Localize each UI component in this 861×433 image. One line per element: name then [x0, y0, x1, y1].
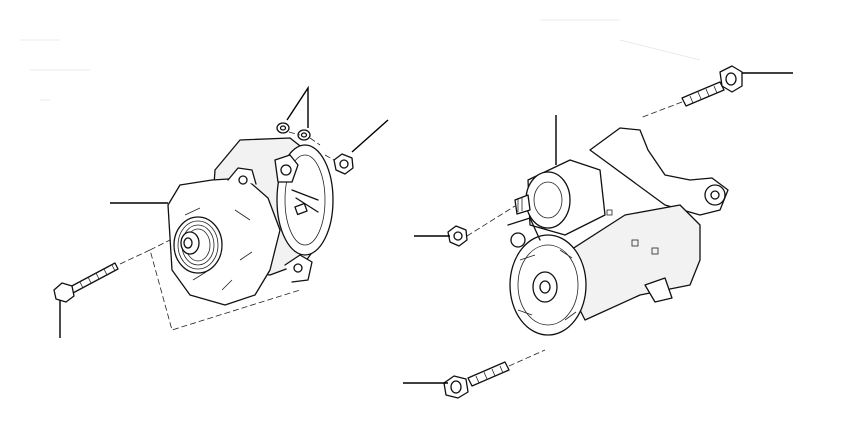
leader-alternator-nut: [351, 119, 389, 153]
leader-alternator-washers: [286, 85, 309, 128]
bolt-alignment-line: [119, 239, 301, 331]
nut-icon: [447, 225, 468, 247]
bolt-icon: [681, 65, 743, 107]
starter-solenoid: [514, 159, 606, 236]
starter-bracket: [589, 127, 729, 216]
starter-motor-body: [554, 204, 701, 321]
washer-icon: [276, 122, 321, 146]
upper-bolt-alignment: [639, 101, 683, 119]
nut-alignment: [466, 205, 516, 237]
starter-motor: [507, 127, 729, 336]
alternator-pulley: [173, 216, 223, 274]
bolt-icon: [53, 262, 119, 303]
background-marks: [20, 19, 701, 101]
bolt-icon: [443, 361, 510, 399]
nut-icon: [324, 153, 354, 175]
lower-bolt-alignment: [508, 349, 546, 367]
alternator: [167, 137, 334, 306]
